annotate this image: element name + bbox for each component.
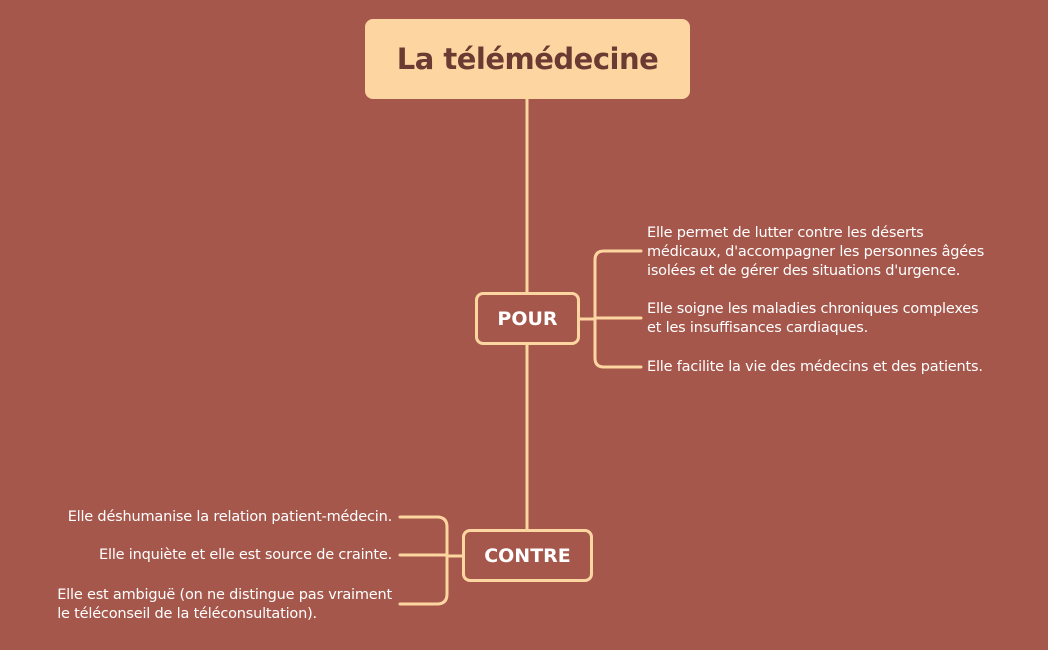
pour-item-3: Elle facilite la vie des médecins et des… [647,359,983,375]
pour-bracket [593,249,643,369]
root-node-title: La télémédecine [365,19,690,99]
pour-item-2: Elle soigne les maladies chroniques comp… [647,301,979,336]
pour-label: POUR [497,307,558,330]
root-title-text: La télémédecine [396,42,659,76]
contre-item-2: Elle inquiète et elle est source de crai… [99,547,392,563]
contre-label: CONTRE [484,544,571,567]
pour-item-1: Elle permet de lutter contre les déserts… [647,225,985,279]
contre-item-3: Elle est ambiguë (on ne distingue pas vr… [57,587,392,622]
branch-node-pour: POUR [475,292,580,345]
contre-bracket [398,515,449,606]
branch-node-contre: CONTRE [462,529,593,582]
contre-item-1: Elle déshumanise la relation patient-méd… [67,509,393,525]
